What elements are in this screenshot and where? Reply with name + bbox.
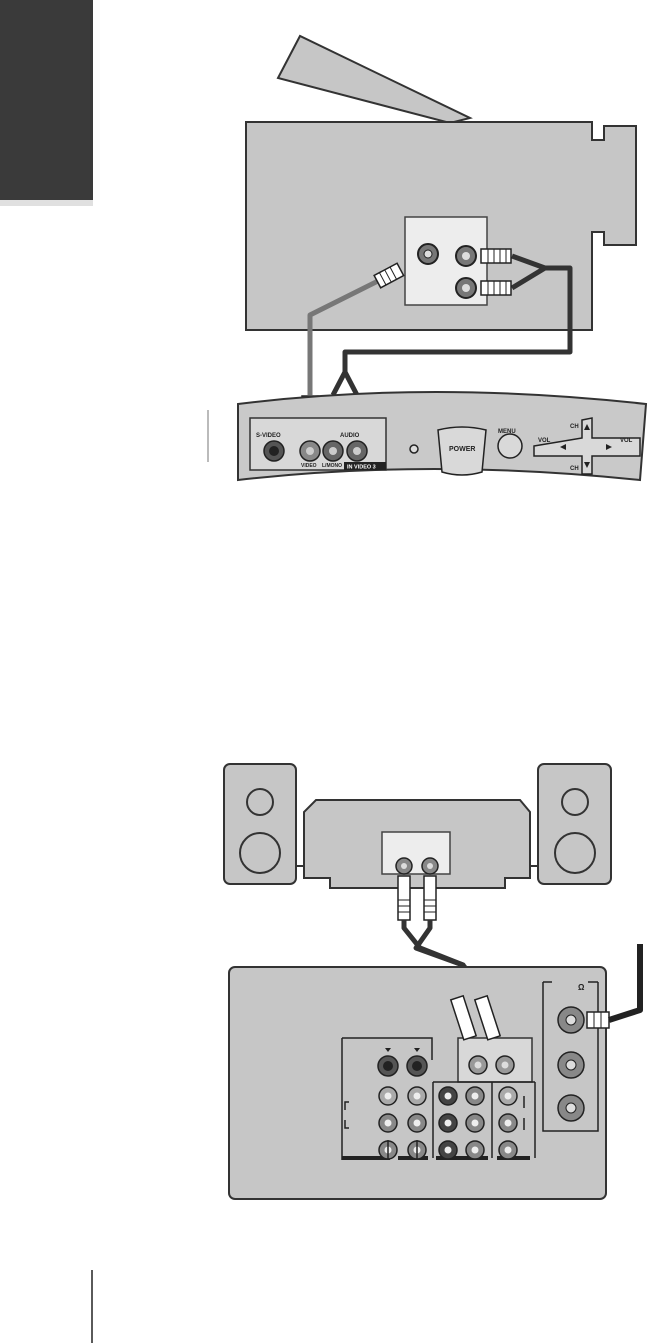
power-label: POWER [449, 446, 475, 453]
menu-label: MENU [498, 429, 516, 435]
camcorder-audio-l-jack [455, 245, 477, 267]
speaker-right [537, 763, 612, 885]
audio-label: AUDIO [340, 433, 360, 439]
video-jack-label: VIDEO [301, 463, 317, 469]
front-audio-r-jack [346, 440, 368, 462]
section-tab-shadow [0, 200, 93, 206]
camcorder [245, 34, 637, 331]
power-button: POWER [437, 426, 487, 476]
amplifier-input-panel [381, 831, 451, 875]
audio-out-box [457, 1037, 533, 1083]
front-svideo-jack [263, 440, 285, 462]
menu-button [497, 433, 523, 459]
antenna-cable [586, 944, 643, 1029]
vol-left-label: VOL [538, 438, 551, 444]
speaker-left [223, 763, 297, 885]
sensor-icon [409, 444, 419, 454]
section-tab [0, 0, 93, 200]
ch-up-label: CH [570, 424, 579, 430]
front-video-jack [299, 440, 321, 462]
av-cables-top [307, 253, 573, 397]
input-label: IN VIDEO 3 [347, 465, 376, 471]
camcorder-audio-r-jack [455, 277, 477, 299]
ch-down-label: CH [570, 466, 579, 472]
tv-front-panel: S-VIDEO AUDIO VIDEO L/MONO R IN VIDEO 3 [207, 391, 648, 482]
vol-right-label: VOL [620, 438, 633, 444]
front-audio-l-jack [322, 440, 344, 462]
camcorder-video-jack [417, 243, 439, 265]
tv-rear-panel: Ω [228, 944, 643, 1200]
amplifier [303, 799, 531, 889]
antenna-symbol: Ω [578, 983, 585, 992]
rca-plugs-amplifier [397, 875, 437, 921]
rear-svideo-jacks [377, 1048, 428, 1077]
antenna-jacks [557, 1006, 585, 1122]
video-cable [307, 267, 402, 395]
vol-ch-control: VOL VOL CH CH [533, 417, 641, 475]
svideo-label: S-VIDEO [256, 433, 281, 439]
audio-cable-r [510, 265, 547, 291]
lmono-jack-label: L/MONO [322, 463, 342, 469]
